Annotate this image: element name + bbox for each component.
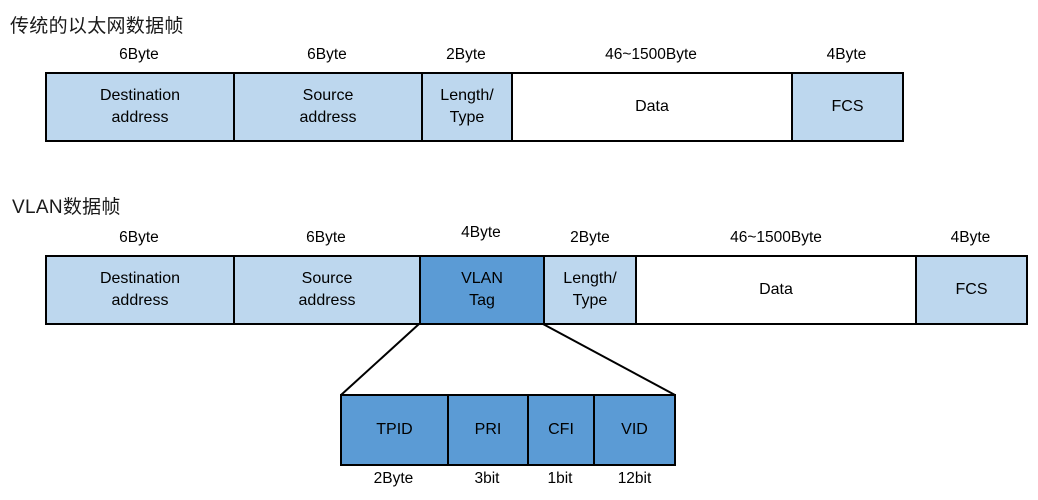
vlan-size-label-length-type: 2Byte bbox=[570, 229, 610, 246]
vlan-field-destination-address: Destination address bbox=[45, 255, 235, 325]
ethernet-field-source-address: Source address bbox=[233, 72, 423, 142]
ethernet-frame-title: 传统的以太网数据帧 bbox=[10, 16, 184, 37]
vlan-tag-size-label-cfi: 1bit bbox=[547, 470, 573, 487]
vlan-field-vlan-tag: VLAN Tag bbox=[419, 255, 545, 325]
ethernet-size-label-length-type: 2Byte bbox=[446, 46, 486, 63]
vlan-size-label-vlan-tag: 4Byte bbox=[461, 224, 501, 241]
vlan-tag-size-label-vid: 12bit bbox=[617, 470, 652, 487]
ethernet-size-label-destination: 6Byte bbox=[119, 46, 159, 63]
ethernet-field-destination-address: Destination address bbox=[45, 72, 235, 142]
vlan-field-fcs: FCS bbox=[915, 255, 1028, 325]
vlan-tag-field-cfi: CFI bbox=[527, 394, 595, 466]
vlan-field-length-type: Length/ Type bbox=[543, 255, 637, 325]
vlan-size-label-destination: 6Byte bbox=[119, 229, 159, 246]
ethernet-size-label-fcs: 4Byte bbox=[826, 46, 867, 63]
ethernet-size-label-source: 6Byte bbox=[307, 46, 347, 63]
vlan-field-data: Data bbox=[635, 255, 917, 325]
vlan-tag-field-pri: PRI bbox=[447, 394, 529, 466]
connector-line-right bbox=[542, 323, 676, 396]
vlan-tag-field-tpid: TPID bbox=[340, 394, 449, 466]
ethernet-field-data: Data bbox=[511, 72, 793, 142]
vlan-tag-field-vid: VID bbox=[593, 394, 676, 466]
ethernet-field-fcs: FCS bbox=[791, 72, 904, 142]
vlan-frame-title: VLAN数据帧 bbox=[12, 197, 121, 218]
connector-line-left bbox=[340, 323, 420, 396]
vlan-tag-size-label-tpid: 2Byte bbox=[373, 470, 414, 487]
vlan-size-label-source: 6Byte bbox=[306, 229, 346, 246]
vlan-size-label-data: 46~1500Byte bbox=[730, 229, 822, 246]
vlan-field-source-address: Source address bbox=[233, 255, 421, 325]
vlan-tag-size-label-pri: 3bit bbox=[474, 470, 500, 487]
ethernet-size-label-data: 46~1500Byte bbox=[605, 46, 697, 63]
ethernet-field-length-type: Length/ Type bbox=[421, 72, 513, 142]
vlan-size-label-fcs: 4Byte bbox=[950, 229, 991, 246]
